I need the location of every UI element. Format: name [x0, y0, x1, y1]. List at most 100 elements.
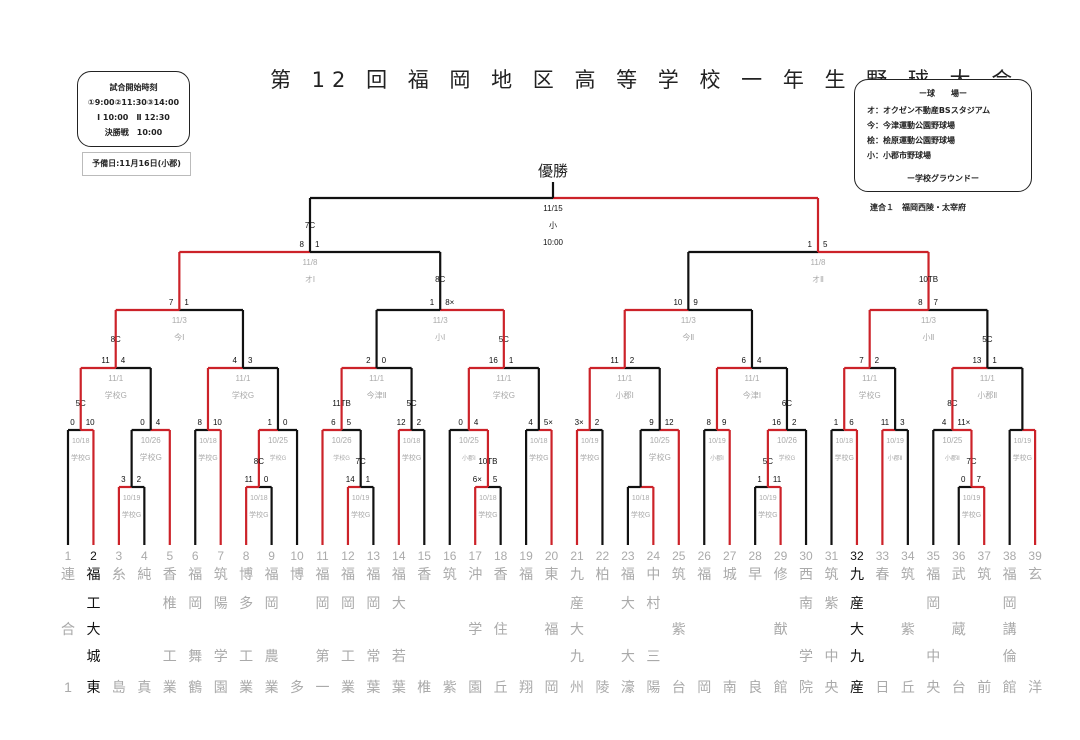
match-venue: 学校G — [105, 390, 127, 400]
game-note: 8C — [435, 275, 445, 284]
team-name-char: 九 — [850, 648, 864, 664]
team-name-char: 福 — [265, 566, 279, 582]
combined-team-note: 連合１ 福岡西陵・太宰府 — [870, 203, 966, 212]
score-left: 16 — [772, 418, 781, 427]
team-name-char: 南 — [723, 679, 737, 695]
score-right: 5× — [544, 418, 553, 427]
venue-legend-heading: ー球 場ー — [919, 89, 967, 98]
team-name-char: 福 — [188, 566, 202, 582]
match-date: 11/1 — [496, 374, 512, 383]
match-venue: 学校G — [834, 453, 853, 462]
team-name-char: 福 — [545, 621, 559, 637]
match-date: 11/3 — [681, 316, 697, 325]
score-left: 4 — [528, 418, 533, 427]
team-name-char: 大 — [86, 621, 100, 637]
score-right: 4 — [121, 356, 126, 365]
match-venue: 小郡Ⅰ — [462, 454, 476, 462]
score-left: 1 — [808, 240, 813, 249]
team-number: 29 — [774, 549, 788, 563]
score-left: 0 — [140, 418, 145, 427]
team-name-char: 中 — [825, 648, 839, 664]
match-venue: オⅡ — [812, 275, 824, 284]
team-name-char: 岡 — [341, 595, 355, 611]
team-name-char: 筑 — [214, 566, 228, 582]
team-name-char: 産 — [850, 595, 864, 611]
team-name-char: 葉 — [392, 679, 406, 695]
team-name-char: 筑 — [443, 566, 457, 582]
venue-legend-box: ー球 場ー オ：オクゼン不動産BSスタジアム 今：今津運動公園野球場 桧：桧原運… — [854, 79, 1032, 192]
team-number: 15 — [418, 549, 432, 563]
score-right: 11× — [957, 418, 970, 427]
team-name-char: 福 — [316, 566, 330, 582]
team-name-char: 純 — [137, 566, 151, 582]
team-name-char: 福 — [621, 566, 635, 582]
match-venue: 小郡Ⅰ — [616, 390, 634, 400]
match-venue: 学校G — [1013, 453, 1032, 462]
team-name-char: 丘 — [901, 679, 915, 695]
match-venue: オⅠ — [305, 275, 315, 284]
score-left: 6 — [331, 418, 336, 427]
score-left: 16 — [489, 356, 498, 365]
team-number: 9 — [268, 549, 275, 563]
score-left: 1 — [834, 418, 839, 427]
team-name-char: 糸 — [112, 566, 126, 582]
score-right: 2 — [137, 475, 142, 484]
match-date: 10/18 — [250, 495, 268, 502]
score-left: 11 — [881, 418, 890, 427]
score-left: 1 — [268, 418, 273, 427]
score-right: 7 — [934, 298, 939, 307]
team-name-char: 台 — [672, 679, 686, 695]
team-number: 4 — [141, 549, 148, 563]
team-name-char: 大 — [621, 648, 635, 664]
team-name-char: 常 — [366, 648, 380, 664]
score-right: 1 — [184, 298, 189, 307]
team-number: 14 — [392, 549, 406, 563]
game-note: 6C — [782, 399, 792, 408]
game-note: 10TB — [919, 275, 938, 284]
match-venue: 小郡Ⅱ — [977, 390, 997, 400]
team-name-char: 東 — [86, 679, 100, 695]
team-number: 19 — [519, 549, 533, 563]
match-venue: 学校G — [71, 453, 90, 462]
team-name-char: 岡 — [188, 595, 202, 611]
match-venue: 今Ⅱ — [682, 332, 694, 342]
team-name-char: 岡 — [265, 595, 279, 611]
team-number: 6 — [192, 549, 199, 563]
score-left: 14 — [346, 475, 355, 484]
team-name-char: 紫 — [672, 621, 686, 637]
team-name-char: 倫 — [1003, 648, 1017, 664]
score-right: 1 — [366, 475, 371, 484]
team-number: 24 — [647, 549, 661, 563]
team-name-char: 農 — [265, 648, 279, 664]
team-name-char: 工 — [239, 648, 253, 664]
score-left: 4 — [233, 356, 238, 365]
team-name-char: 一 — [316, 679, 330, 695]
score-left: 4 — [942, 418, 947, 427]
team-name-char: 住 — [494, 621, 508, 637]
match-date: 10/18 — [835, 438, 853, 445]
team-name-char: 東 — [545, 566, 559, 582]
match-date: 11/8 — [303, 258, 319, 267]
team-number: 12 — [341, 549, 355, 563]
score-right: 12 — [665, 418, 674, 427]
team-name-char: 博 — [239, 566, 253, 582]
team-name-char: 陽 — [214, 595, 228, 611]
team-name-char: 猷 — [774, 621, 788, 637]
team-name-char: 多 — [290, 679, 304, 695]
team-name-char: 九 — [570, 566, 584, 582]
team-name-char: 院 — [799, 679, 813, 695]
team-name-char: 館 — [1003, 679, 1017, 695]
team-name-char: 大 — [621, 595, 635, 611]
team-name-char: 業 — [341, 679, 355, 695]
team-name-char: 日 — [875, 679, 889, 695]
team-number: 11 — [316, 549, 329, 563]
score-right: 9 — [693, 298, 698, 307]
team-number: 1 — [65, 549, 72, 563]
venue-item: 今：今津運動公園野球場 — [867, 121, 955, 130]
team-name-char: 台 — [952, 679, 966, 695]
team-name-char: 園 — [468, 679, 482, 695]
champion-label: 優勝 — [537, 162, 568, 180]
team-name-char: 椎 — [417, 679, 431, 695]
game-note: 8C — [254, 457, 264, 466]
final-date: 11/15 — [543, 204, 563, 213]
